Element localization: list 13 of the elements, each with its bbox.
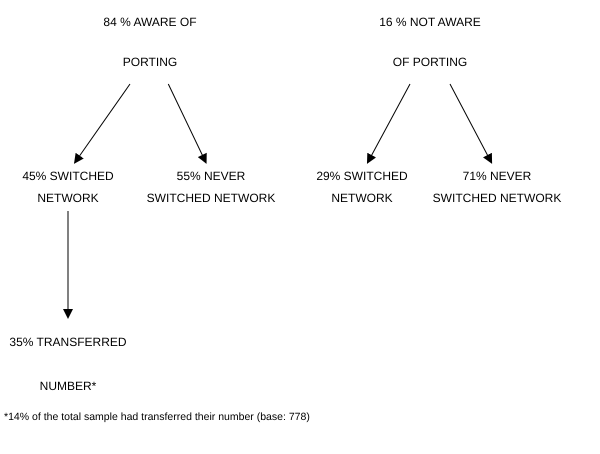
node-text: 35% TRANSFERRED NUMBER* [8,334,128,395]
node-text: 55% NEVER SWITCHED NETWORK [146,168,276,207]
node-text: 45% SWITCHED NETWORK [21,168,115,207]
arrow [63,210,73,319]
arrow [74,84,130,164]
footnote: *14% of the total sample had transferred their number (base: 778) [4,410,310,425]
arrow [168,84,207,164]
node-text: 71% NEVER SWITCHED NETWORK [432,168,562,207]
arrow [366,84,410,164]
node-text: 16 % NOT AWARE OF PORTING [378,14,482,71]
node-text: 84 % AWARE OF PORTING [102,14,198,71]
arrow [450,84,492,164]
node-text: 29% SWITCHED NETWORK [315,168,409,207]
